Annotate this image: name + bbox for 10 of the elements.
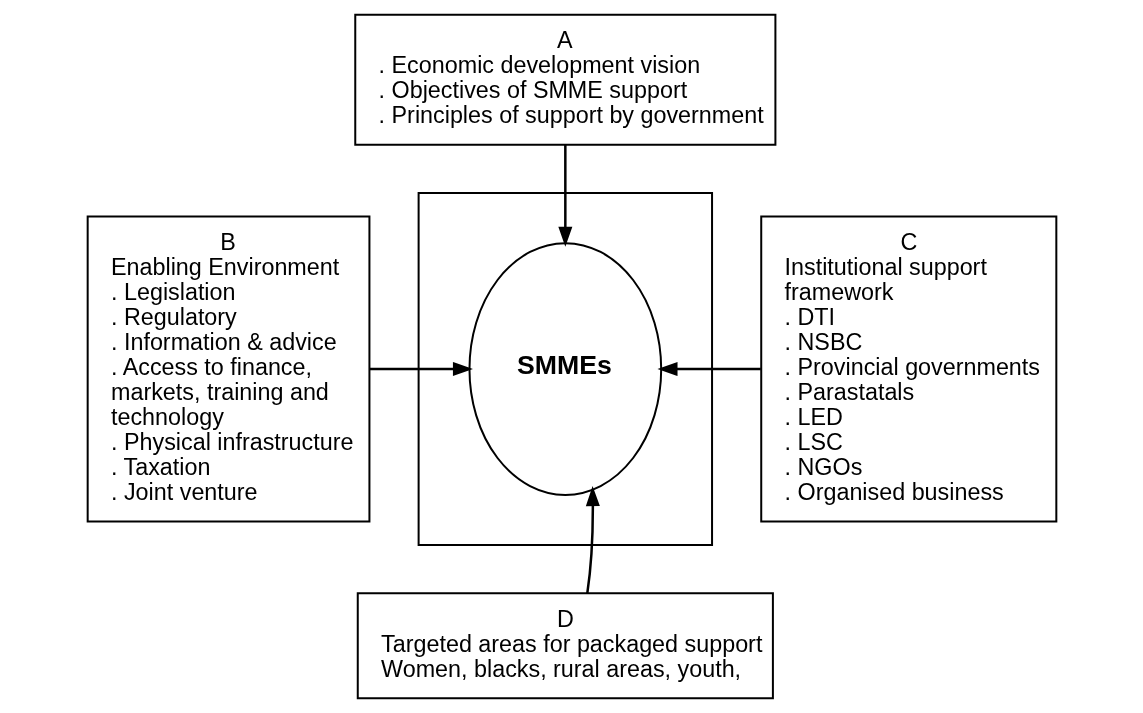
node-box: C Institutional support framework . DTI . NSBC . Provincial governments . Parastatals . LED . LSC . NGOs . Organised business <box>759 215 1057 523</box>
arrow <box>557 144 572 247</box>
arrow <box>369 362 473 377</box>
node-ellipse: SMMEs <box>467 242 662 496</box>
node-box: B Enabling Environment . Legislation . Regulatory . Information & advice . Access to finance, markets, training and technology . Physical infrastructure . Taxation . Joint venture <box>86 215 370 523</box>
node-box: D Targeted areas for packaged support Women, blacks, rural areas, youth, <box>356 592 774 700</box>
arrow <box>656 362 761 377</box>
arrow <box>585 486 600 594</box>
node-box: A . Economic development vision . Objectives of SMME support . Principles of support by government <box>353 13 776 146</box>
cluster <box>417 192 713 546</box>
